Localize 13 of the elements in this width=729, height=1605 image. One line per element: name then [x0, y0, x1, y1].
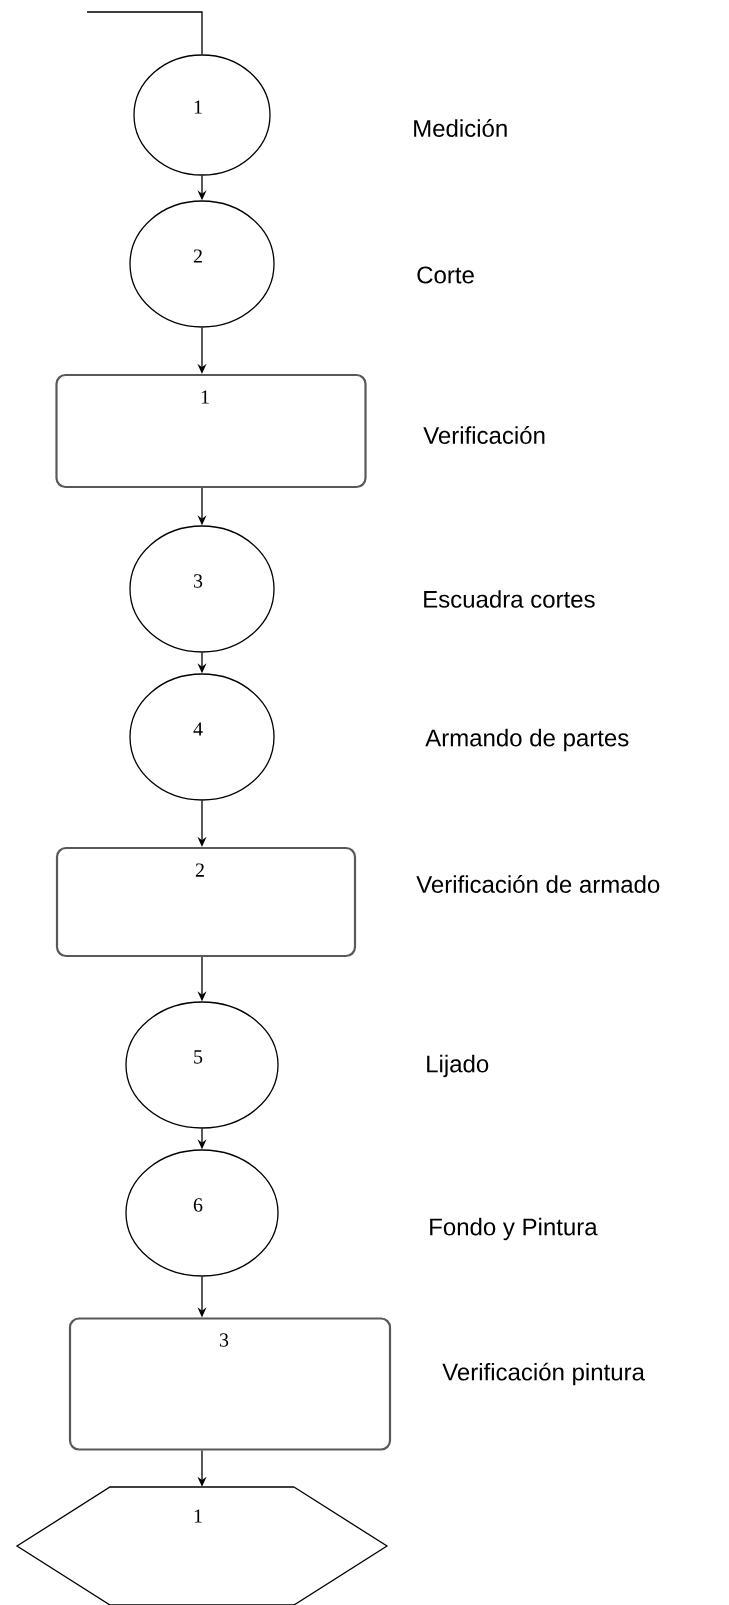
inspection-box: 3 [68, 1317, 392, 1451]
step-label: Verificación de armado [416, 875, 660, 893]
storage-hexagon: 1 [15, 1486, 389, 1605]
inspection-box: 1 [55, 373, 367, 489]
step-label: Lijado [427, 1054, 489, 1078]
step-label: Corte [417, 266, 474, 284]
step-label: Verificación pintura [442, 1362, 645, 1386]
inspection-box: 2 [55, 846, 357, 958]
step-label: Fondo y Pintura [430, 1217, 598, 1241]
step-label: Armando de partes [425, 728, 629, 752]
step-label: Verificación [423, 426, 545, 444]
step-label: Escuadra cortes [424, 590, 595, 608]
step-label: Medición [414, 119, 507, 137]
